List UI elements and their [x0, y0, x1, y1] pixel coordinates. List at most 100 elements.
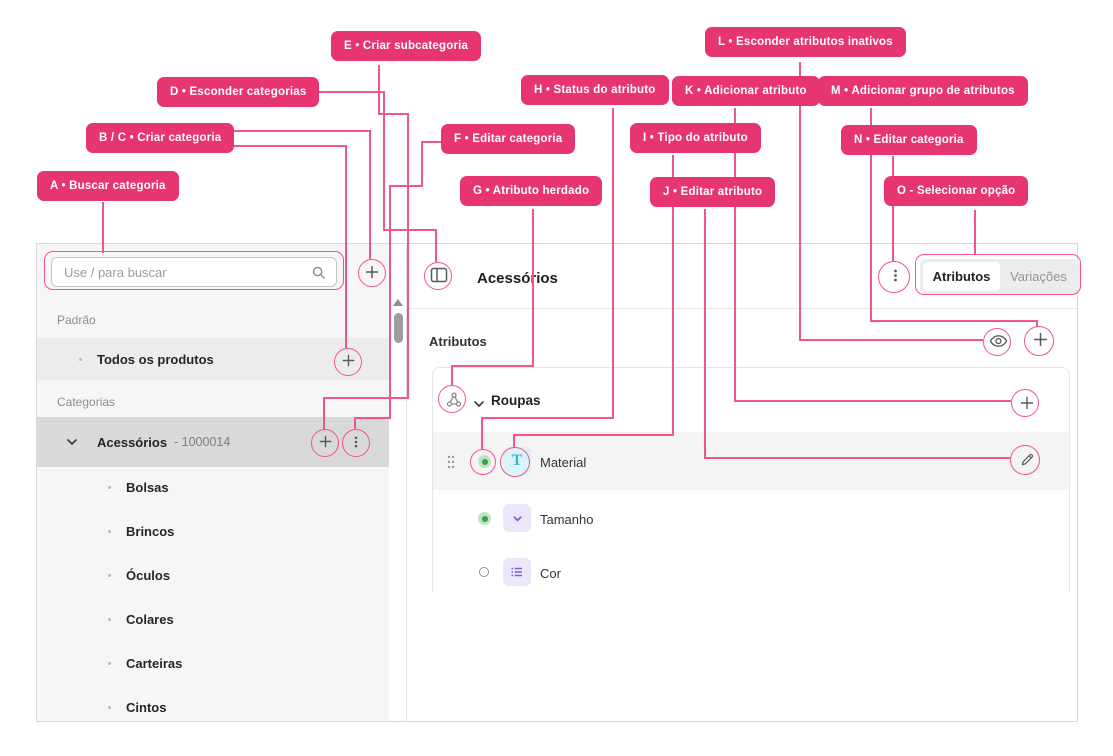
bullet-icon — [108, 661, 111, 665]
highlight-attribute-status — [470, 449, 496, 475]
search-icon — [311, 265, 326, 280]
connector-line — [612, 108, 614, 419]
connector-line — [1036, 320, 1038, 327]
connector-line — [799, 62, 801, 340]
highlight-search-outline — [44, 251, 344, 290]
scrollbar-thumb[interactable] — [394, 313, 403, 343]
sidebar-item-brincos[interactable]: Brincos — [37, 513, 389, 549]
attribute-status-active-icon[interactable] — [478, 512, 491, 525]
connector-line — [672, 155, 674, 436]
connector-line — [228, 145, 346, 147]
connector-line — [421, 141, 423, 187]
category-name: Acessórios — [97, 434, 168, 450]
highlight-create-category — [358, 259, 386, 287]
connector-line — [323, 397, 409, 399]
highlight-edit-attribute — [1010, 445, 1040, 475]
connector-line — [870, 108, 872, 322]
connector-line — [532, 209, 534, 367]
attribute-label: Tamanho — [540, 512, 594, 527]
highlight-inherited-attribute — [438, 385, 466, 413]
connector-line — [870, 320, 1038, 322]
connector-line — [407, 113, 409, 399]
connector-line — [383, 229, 437, 231]
sidebar-item-label: Carteiras — [126, 655, 183, 671]
highlight-category-options — [878, 261, 910, 293]
page-title: Acessórios — [477, 270, 558, 287]
chevron-down-icon[interactable] — [65, 435, 79, 449]
tab-variacoes[interactable]: Variações — [1010, 269, 1067, 284]
highlight-create-category-row — [334, 348, 362, 376]
tab-switcher: Atributos Variações — [920, 259, 1080, 294]
annotation-badge-o: O - Selecionar opção — [884, 176, 1029, 206]
category-search[interactable] — [51, 257, 337, 287]
connector-line — [421, 141, 441, 143]
connector-line — [354, 417, 391, 419]
sidebar-item-cintos[interactable]: Cintos — [37, 689, 389, 725]
connector-line — [799, 339, 983, 341]
attribute-label: Cor — [540, 566, 561, 581]
connector-line — [389, 185, 391, 419]
bullet-icon — [108, 529, 111, 533]
connector-line — [378, 113, 409, 115]
sidebar-item-colares[interactable]: Colares — [37, 601, 389, 637]
sidebar-item-bolsas[interactable]: Bolsas — [37, 469, 389, 505]
sidebar-item-carteiras[interactable]: Carteiras — [37, 645, 389, 681]
attribute-row-tamanho[interactable]: Tamanho — [433, 490, 1069, 547]
sidebar-item-todos-os-produtos[interactable]: Todos os produtos — [37, 338, 389, 380]
connector-line — [102, 202, 104, 253]
bullet-icon — [108, 485, 111, 489]
section-default-label: Padrão — [57, 313, 96, 327]
bullet-icon — [108, 705, 111, 709]
connector-line — [513, 434, 674, 436]
connector-line — [974, 210, 976, 255]
connector-line — [704, 457, 1010, 459]
connector-line — [513, 434, 515, 447]
sidebar-item-label: Bolsas — [126, 479, 169, 495]
highlight-hide-inactive — [983, 328, 1011, 356]
annotation-badge-g: G • Atributo herdado — [460, 176, 603, 206]
connector-line — [389, 185, 423, 187]
annotation-badge-h: H • Status do atributo — [521, 75, 669, 105]
annotation-badge-n: N • Editar categoria — [841, 125, 977, 155]
attribute-row-material[interactable]: T Material — [433, 432, 1069, 490]
search-input[interactable] — [62, 263, 311, 281]
connector-line — [704, 209, 706, 459]
annotation-badge-f: F • Editar categoria — [441, 124, 576, 154]
connector-line — [304, 91, 384, 93]
highlight-attribute-type — [500, 447, 530, 477]
annotation-badge-i: I • Tipo do atributo — [630, 123, 761, 153]
annotation-badge-e: E • Criar subcategoria — [331, 31, 482, 61]
connector-line — [892, 156, 894, 261]
highlight-add-attribute-group — [1024, 326, 1054, 356]
attribute-type-select-icon[interactable] — [503, 504, 531, 532]
tab-atributos[interactable]: Atributos — [923, 262, 1000, 291]
attribute-label: Material — [540, 455, 587, 470]
sidebar-item-label: Cintos — [126, 699, 167, 715]
scroll-up-arrow[interactable] — [393, 299, 403, 306]
sidebar-item-label: Todos os produtos — [97, 351, 214, 367]
sidebar-item-acessorios[interactable]: Acessórios - 1000014 — [37, 417, 389, 467]
connector-line — [323, 397, 325, 429]
connector-line — [734, 400, 1011, 402]
connector-line — [345, 145, 347, 348]
connector-line — [354, 417, 356, 429]
highlight-add-attribute — [1011, 389, 1039, 417]
main-panel: Acessórios Atributos Variações Atributos — [407, 244, 1080, 721]
attribute-status-inactive-icon[interactable] — [479, 567, 489, 577]
annotation-badge-l: L • Esconder atributos inativos — [705, 27, 906, 57]
category-sidebar: Padrão Todos os produtos Categorias Aces… — [37, 244, 389, 721]
drag-handle-icon[interactable] — [446, 454, 456, 470]
connector-line — [435, 229, 437, 262]
attribute-group-card: Roupas T Material — [432, 367, 1070, 598]
attribute-type-multiselect-icon[interactable] — [503, 558, 531, 586]
attribute-row-cor[interactable]: Cor — [433, 547, 1069, 598]
highlight-create-subcategory — [311, 429, 339, 457]
scrollbar-gutter — [389, 244, 406, 721]
sidebar-item-oculos[interactable]: Óculos — [37, 557, 389, 593]
app-container: Padrão Todos os produtos Categorias Aces… — [36, 243, 1080, 722]
section-categories-label: Categorias — [57, 395, 116, 409]
chevron-down-icon[interactable] — [472, 397, 486, 411]
connector-line — [451, 365, 453, 385]
connector-line — [228, 130, 370, 132]
sidebar-item-label: Brincos — [126, 523, 175, 539]
